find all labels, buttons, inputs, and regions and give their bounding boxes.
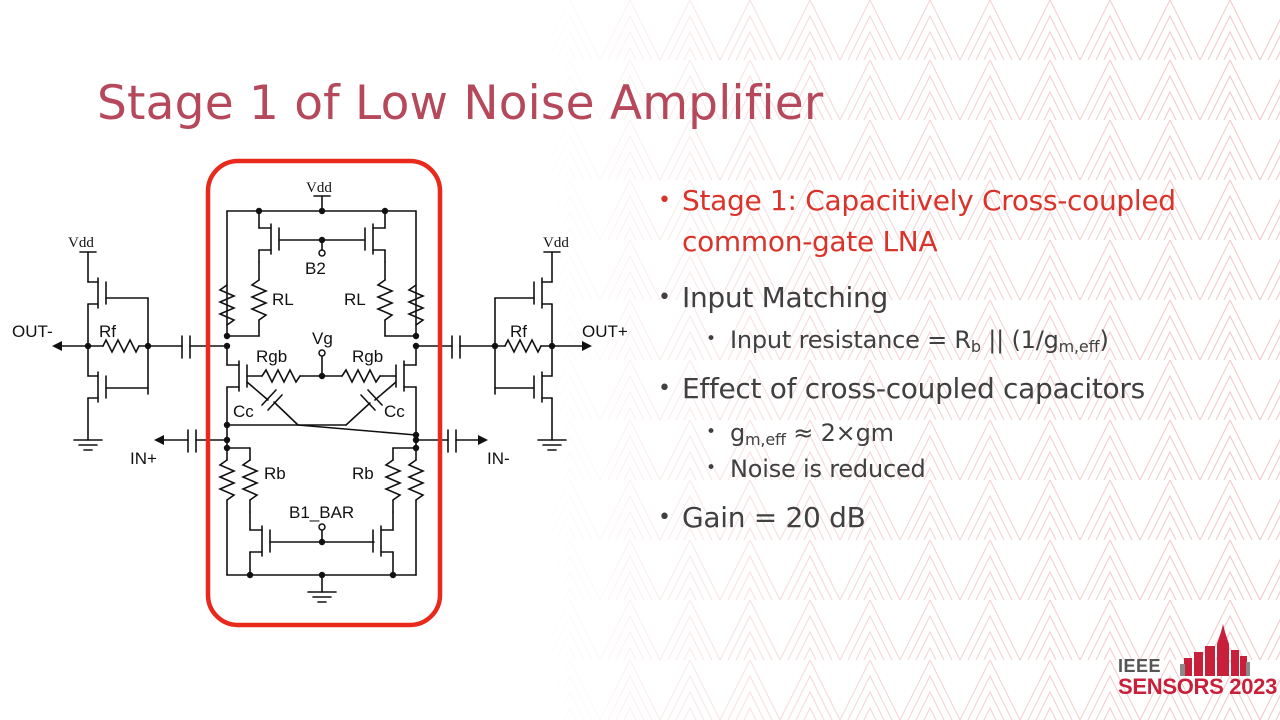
vdd-right-label: Vdd [543, 235, 569, 251]
gmeff-text: g [730, 419, 746, 447]
subbullet-dot-icon: • [706, 422, 716, 442]
rf-left-label: Rf [99, 322, 116, 341]
cc-right-label: Cc [384, 402, 405, 421]
bullet-dot-icon: • [658, 188, 671, 213]
bullet-stage1-text: Stage 1: Capacitively Cross-coupled comm… [682, 184, 1176, 258]
logo-sensors-text: SENSORS 2023 [1118, 674, 1278, 699]
ieee-sensors-logo: IEEE SENSORS 2023 [1118, 624, 1277, 704]
logo-ieee-text: IEEE [1118, 656, 1162, 676]
rb-right-label: Rb [352, 464, 374, 483]
bullet-effect: • Effect of cross-coupled capacitors [656, 368, 1256, 409]
in-plus-label: IN+ [130, 449, 157, 468]
bullet-dot-icon: • [658, 376, 671, 401]
bullet-dot-icon: • [658, 285, 671, 310]
b1-bar-label: B1_BAR [289, 503, 354, 522]
lna-schematic-diagram: Vdd Vdd Vdd B2 RL RL Rf Rf OUT- OUT+ Vg … [12, 158, 628, 628]
bullet-input-matching-text: Input Matching [682, 281, 888, 314]
vdd-center-label: Vdd [306, 180, 332, 196]
subbullet-dot-icon: • [706, 329, 716, 349]
subscript-meff: m,eff [745, 430, 786, 449]
out-minus-label: OUT- [12, 322, 53, 341]
b2-label: B2 [305, 259, 326, 278]
subbullet-noise: • Noise is reduced [656, 451, 1256, 487]
bullet-stage1: • Stage 1: Capacitively Cross-coupled com… [656, 180, 1256, 262]
rgb-right-label: Rgb [352, 347, 383, 366]
bullet-gain-text: Gain = 20 dB [682, 501, 866, 534]
slide-title: Stage 1 of Low Noise Amplifier [97, 76, 824, 131]
bullet-gain: • Gain = 20 dB [656, 497, 1256, 538]
vg-label: Vg [312, 329, 333, 348]
input-resistance-text: Input resistance = R [730, 326, 971, 354]
vdd-left-label: Vdd [68, 235, 94, 251]
subbullet-dot-icon: • [706, 458, 716, 478]
subbullet-gmeff: • gm,eff ≈ 2×gm [656, 415, 1256, 451]
subscript-b: b [970, 337, 981, 356]
bullet-list: • Stage 1: Capacitively Cross-coupled com… [656, 180, 1256, 553]
gmeff-suffix: ≈ 2×gm [785, 419, 894, 447]
subbullet-input-resistance: • Input resistance = Rb || (1/gm,eff) [656, 322, 1256, 358]
bullet-input-matching: • Input Matching [656, 277, 1256, 318]
cc-left-label: Cc [233, 402, 254, 421]
noise-text: Noise is reduced [730, 455, 926, 483]
rgb-left-label: Rgb [256, 347, 287, 366]
highlight-box [205, 158, 443, 628]
input-resistance-mid: || (1/g [980, 326, 1059, 354]
subscript-meff: m,eff [1058, 337, 1100, 356]
rb-left-label: Rb [264, 464, 286, 483]
city-skyline-icon [1180, 624, 1250, 676]
rf-right-label: Rf [510, 322, 527, 341]
out-plus-label: OUT+ [582, 322, 628, 341]
input-resistance-suffix: ) [1099, 326, 1109, 354]
rl-left-label: RL [272, 290, 294, 309]
bullet-dot-icon: • [658, 505, 671, 530]
rl-right-label: RL [344, 290, 366, 309]
bullet-effect-text: Effect of cross-coupled capacitors [682, 372, 1145, 405]
in-minus-label: IN- [487, 449, 510, 468]
